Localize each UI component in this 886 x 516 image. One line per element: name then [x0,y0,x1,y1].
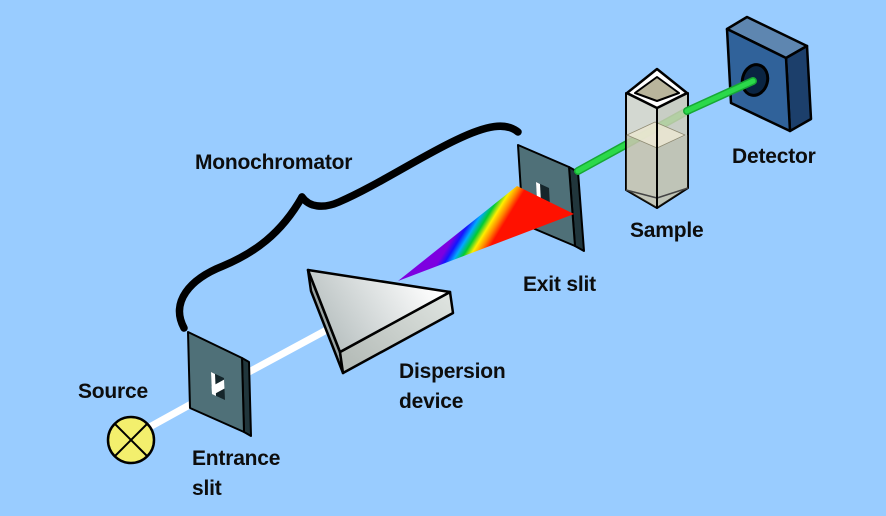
dispersion-prism [306,268,455,375]
entrance-slit-label-line2: slit [192,477,222,500]
monochromator-label: Monochromator [195,151,353,174]
dispersion-device-label-line2: device [399,390,464,413]
sample-cuvette [625,67,689,209]
cuvette-liquid-left [626,135,657,208]
entrance-slit-label: Entrance slit [192,444,280,504]
entrance-slit-label-line1: Entrance [192,447,281,470]
cuvette-rim [625,67,689,110]
green-beam-to-detector [683,77,757,115]
entrance-slit-hole [211,372,225,400]
dispersion-device-label: Dispersion device [399,357,506,417]
detector-label: Detector [732,145,816,168]
source-lamp-icon [106,415,156,465]
source-label: Source [78,380,148,403]
rainbow-beam [398,186,574,281]
detector-box [725,15,813,133]
dispersion-device-label-line1: Dispersion [399,360,506,383]
exit-slit-label: Exit slit [523,273,596,296]
sample-label: Sample [630,219,704,242]
monochromator-brace [175,122,522,332]
entrance-slit-plate [187,331,252,437]
